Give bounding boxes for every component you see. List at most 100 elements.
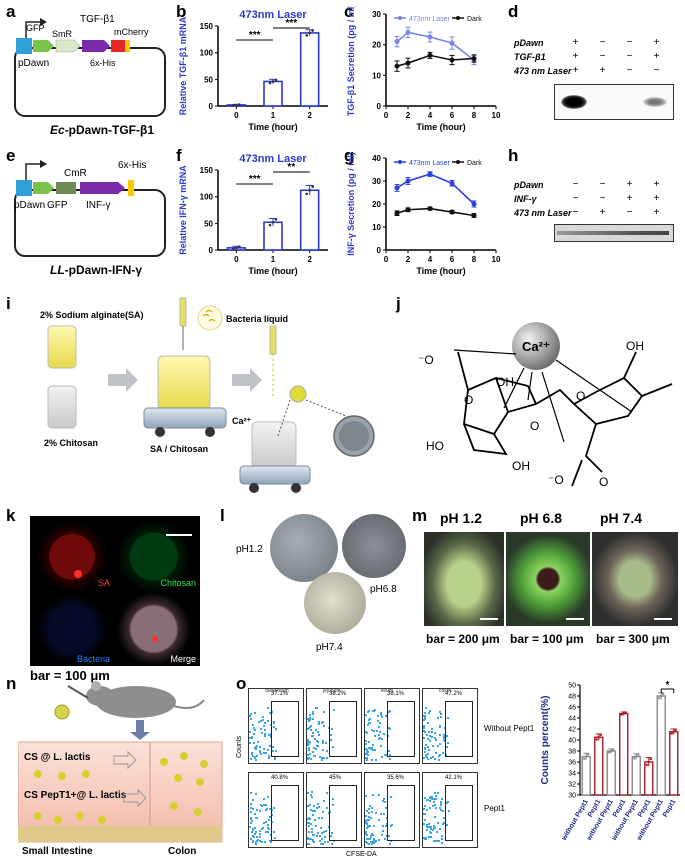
flow-event (431, 745, 434, 747)
flow-event (251, 840, 254, 843)
flow-event (367, 723, 370, 726)
flow-event (366, 818, 369, 821)
flow-event (318, 839, 321, 842)
flow-event (273, 726, 276, 729)
flow-event (365, 840, 368, 843)
data-point (274, 218, 278, 221)
flow-event (269, 841, 272, 844)
bar (299, 189, 320, 251)
flow-event (385, 816, 388, 819)
flow-event (271, 711, 274, 714)
panel-letter-a: a (6, 2, 16, 21)
flow-event (249, 737, 252, 740)
capsule-icon (54, 704, 70, 720)
flow-event (268, 711, 271, 714)
flow-event (249, 818, 252, 821)
flow-event (374, 811, 377, 814)
flow-event (365, 713, 368, 716)
flow-event (382, 829, 385, 832)
flow-event (250, 837, 253, 840)
gene-label-gfp: GFP (26, 23, 45, 33)
flow-event (329, 810, 332, 813)
flow-plot: 38.2%jejunum (306, 688, 362, 764)
flow-event (254, 842, 257, 845)
flow-event (269, 745, 272, 748)
flow-event (365, 819, 368, 822)
flow-event (310, 791, 313, 794)
flow-event (377, 818, 380, 821)
syringe-2 (269, 325, 277, 355)
flow-event (312, 804, 315, 807)
y-tick-label: 0 (209, 102, 214, 111)
blot-sign: + (572, 65, 579, 76)
data-point (585, 755, 588, 758)
flow-event (307, 822, 310, 825)
x-tick-label: 0 (384, 255, 389, 264)
flow-event (432, 829, 435, 832)
flow-event (251, 751, 254, 754)
panel-letter-f: f (176, 146, 182, 165)
gene-label-gfp: GFP (47, 200, 68, 211)
flow-event (261, 840, 264, 843)
flow-event (435, 795, 438, 798)
blot-band-1 (561, 95, 587, 109)
flow-event (252, 723, 255, 726)
flow-event (434, 792, 437, 795)
y-tick-label: 10 (372, 223, 381, 232)
flow-event (307, 754, 310, 757)
panel-letter-j: j (396, 294, 401, 313)
pdawn-box (16, 38, 32, 54)
y-tick-label: 44 (568, 716, 576, 723)
flow-event (438, 806, 441, 809)
data-point (449, 209, 455, 215)
blot-sign: + (653, 37, 660, 48)
flow-event (436, 821, 439, 824)
flow-event (264, 752, 267, 755)
flow-event (319, 827, 322, 830)
x-axis-label: Time (hour) (248, 122, 297, 132)
flow-event (307, 741, 309, 744)
mcherry-box (111, 40, 125, 52)
data-point (649, 757, 652, 761)
flow-event (267, 824, 270, 826)
blot-sign-row: ++−− (562, 64, 672, 78)
blot-row-pdawn: pDawn (514, 180, 544, 190)
region-label-colon: Colon (168, 846, 196, 857)
flow-event (428, 806, 431, 809)
x-tick-label: 1 (271, 111, 276, 120)
bar (263, 80, 283, 107)
x-tick-label: 10 (492, 111, 501, 120)
stirrer-base (143, 407, 227, 429)
flow-event (255, 808, 258, 811)
blot-sign: − (599, 193, 606, 204)
flow-event (325, 741, 328, 744)
bar (619, 712, 629, 796)
blot-sign: + (626, 193, 633, 204)
flow-event (321, 816, 324, 819)
flow-plot: 45% (306, 772, 362, 848)
flow-event (384, 824, 387, 827)
encapsulation-schematic-i: 2% Sodium alginate(SA) 2% Chitosan Bacte… (40, 297, 375, 493)
flow-event (314, 825, 317, 828)
ring-bonds (457, 351, 673, 487)
stirrer-base-2 (239, 465, 311, 485)
flow-event (441, 834, 444, 837)
flow-plot: 35.6% (364, 772, 420, 848)
blot-sign: + (572, 51, 579, 62)
data-point (405, 178, 411, 184)
flow-event (445, 802, 448, 805)
flow-event (309, 808, 312, 811)
flow-event (434, 758, 437, 761)
flow-event (256, 754, 259, 757)
flow-event (441, 823, 444, 826)
flow-event (434, 736, 437, 739)
flow-event (440, 712, 443, 715)
process-arrow-1 (108, 368, 138, 392)
flow-event (368, 804, 371, 807)
flow-event (433, 815, 436, 818)
flow-event (253, 732, 256, 735)
flow-event (429, 757, 432, 760)
flow-column-label: ileum (381, 688, 393, 694)
flow-event (311, 814, 314, 817)
flow-event (366, 826, 369, 829)
